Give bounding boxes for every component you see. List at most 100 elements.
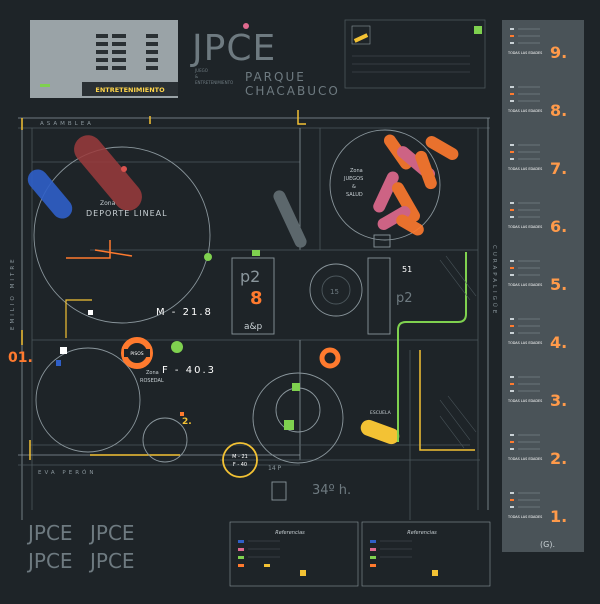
- zone-juegos-3: &: [352, 184, 356, 190]
- legend-left: Referencias: [229, 521, 359, 587]
- footer-logo-2: JPCE: [26, 549, 73, 573]
- label-340h: 34º h.: [312, 483, 351, 498]
- level-mark: [510, 35, 514, 37]
- juegos-circle: [329, 129, 441, 241]
- levels-bottom-mark: (G).: [540, 540, 555, 549]
- label-01: 01.: [8, 350, 33, 366]
- logo-dot: [243, 23, 249, 29]
- inner-fountain-circle: [275, 387, 321, 433]
- level-mark: [510, 93, 514, 95]
- level-number: 5.: [550, 275, 567, 294]
- level-mark: [510, 267, 514, 269]
- park-title-2: CHACABUCO: [245, 84, 340, 98]
- level-mark: [510, 260, 514, 262]
- footer-logo-1: JPCE: [26, 521, 73, 545]
- level-number: 6.: [550, 217, 567, 236]
- hatch-lines: [439, 255, 477, 449]
- level-mark: [510, 216, 514, 218]
- compass-f: F - 40: [233, 462, 247, 468]
- pisos-badge: [124, 349, 150, 357]
- green-block-top: [252, 250, 260, 256]
- label-p2-right: p2: [396, 291, 413, 306]
- level-mark: [510, 100, 514, 102]
- structure-boxes: [231, 234, 391, 501]
- logo-sub-3: ENTRETENIMIENTO: [195, 80, 233, 85]
- level-mark: [510, 499, 514, 501]
- logo-sub-2: &: [195, 74, 198, 79]
- level-mark: [510, 390, 514, 392]
- compass-m: M - 21: [232, 454, 248, 460]
- logo-text: JPCE: [190, 28, 276, 69]
- level-mark: [510, 209, 514, 211]
- green-dot-2: [204, 253, 212, 261]
- label-51: 51: [402, 265, 412, 274]
- level-mark: [510, 492, 514, 494]
- legend-left-title: Referencias: [275, 530, 305, 536]
- level-row: 6.TODAS LAS EDADES: [507, 202, 567, 236]
- level-mark: [510, 144, 514, 146]
- deporte-circle: [33, 146, 211, 324]
- zone-juegos-1: Zona: [350, 168, 363, 174]
- label-f: F - 40.3: [162, 365, 216, 376]
- header-panel-band: [82, 82, 178, 96]
- legend-right-title: Referencias: [407, 530, 437, 536]
- street-left: EMILIO MITRE: [10, 256, 16, 330]
- level-mark: [510, 376, 514, 378]
- zone-juegos-4: SALUD: [346, 192, 363, 198]
- level-mark: [510, 383, 514, 385]
- fountain-circle: [252, 372, 344, 464]
- level-mark: [510, 28, 514, 30]
- red-capsule: [74, 135, 142, 211]
- red-dot: [121, 166, 127, 172]
- zone-rosedal-1: Zona: [146, 370, 159, 376]
- header-panel-bars: [96, 34, 158, 70]
- footer-logo-4: JPCE: [88, 549, 135, 573]
- label-p2-left: p2: [240, 267, 260, 286]
- level-row: 8. TODAS LAS EDADES: [507, 86, 567, 120]
- level-mark: [510, 448, 514, 450]
- compass-ring: [222, 442, 258, 478]
- ring-inner: [321, 275, 351, 305]
- header-green-mark: [40, 84, 50, 87]
- level-number: 2.: [550, 449, 567, 468]
- label-m: M - 21.8: [156, 307, 213, 318]
- level-number: 7.: [550, 159, 567, 178]
- level-age-label: TODAS LAS EDADES: [507, 167, 542, 171]
- footer-logo: JPCE JPCE JPCE JPCE: [26, 521, 135, 573]
- label-2: 2.: [182, 417, 192, 427]
- level-row: 1.TODAS LAS EDADES: [507, 492, 567, 526]
- legend-right: Referencias: [361, 521, 491, 587]
- green-paths: [65, 240, 467, 442]
- level-mark: [510, 325, 514, 327]
- level-age-label: TODAS LAS EDADES: [507, 515, 542, 519]
- ring-center: [309, 263, 363, 317]
- orange-ring-right: [319, 347, 341, 369]
- rosedal-circle: [35, 347, 141, 453]
- level-mark: [510, 42, 514, 44]
- level-age-label: TODAS LAS EDADES: [507, 457, 542, 461]
- level-number: 3.: [550, 391, 567, 410]
- level-row: 3. TODAS LAS EDADES: [507, 376, 567, 410]
- level-number: 8.: [550, 101, 567, 120]
- level-row: 5. TODAS LAS EDADES: [507, 260, 567, 294]
- level-mark: [510, 158, 514, 160]
- level-row: 2. TODAS LAS EDADES: [507, 434, 567, 468]
- green-block-mid: [292, 383, 300, 391]
- level-age-label: TODAS LAS EDADES: [507, 283, 542, 287]
- level-age-label: TODAS LAS EDADES: [507, 51, 542, 55]
- gray-capsule: [273, 190, 307, 248]
- label-8: 8: [250, 288, 263, 309]
- yellow-capsule: [360, 419, 400, 445]
- footer-logo-3: JPCE: [88, 521, 135, 545]
- boundary-marks: [21, 110, 475, 460]
- level-mark: [510, 151, 514, 153]
- level-row: 9.TODAS LAS EDADES: [507, 28, 567, 62]
- level-age-label: TODAS LAS EDADES: [507, 109, 542, 113]
- street-lines: [18, 117, 490, 520]
- street-top: ASAMBLEA: [40, 121, 94, 127]
- street-right: CURAPALIGÜE: [491, 245, 498, 316]
- street-bottom: EVA PERÓN: [38, 469, 96, 476]
- level-age-label: TODAS LAS EDADES: [507, 399, 542, 403]
- header-panel-label: ENTRETENIMIENTO: [95, 86, 165, 94]
